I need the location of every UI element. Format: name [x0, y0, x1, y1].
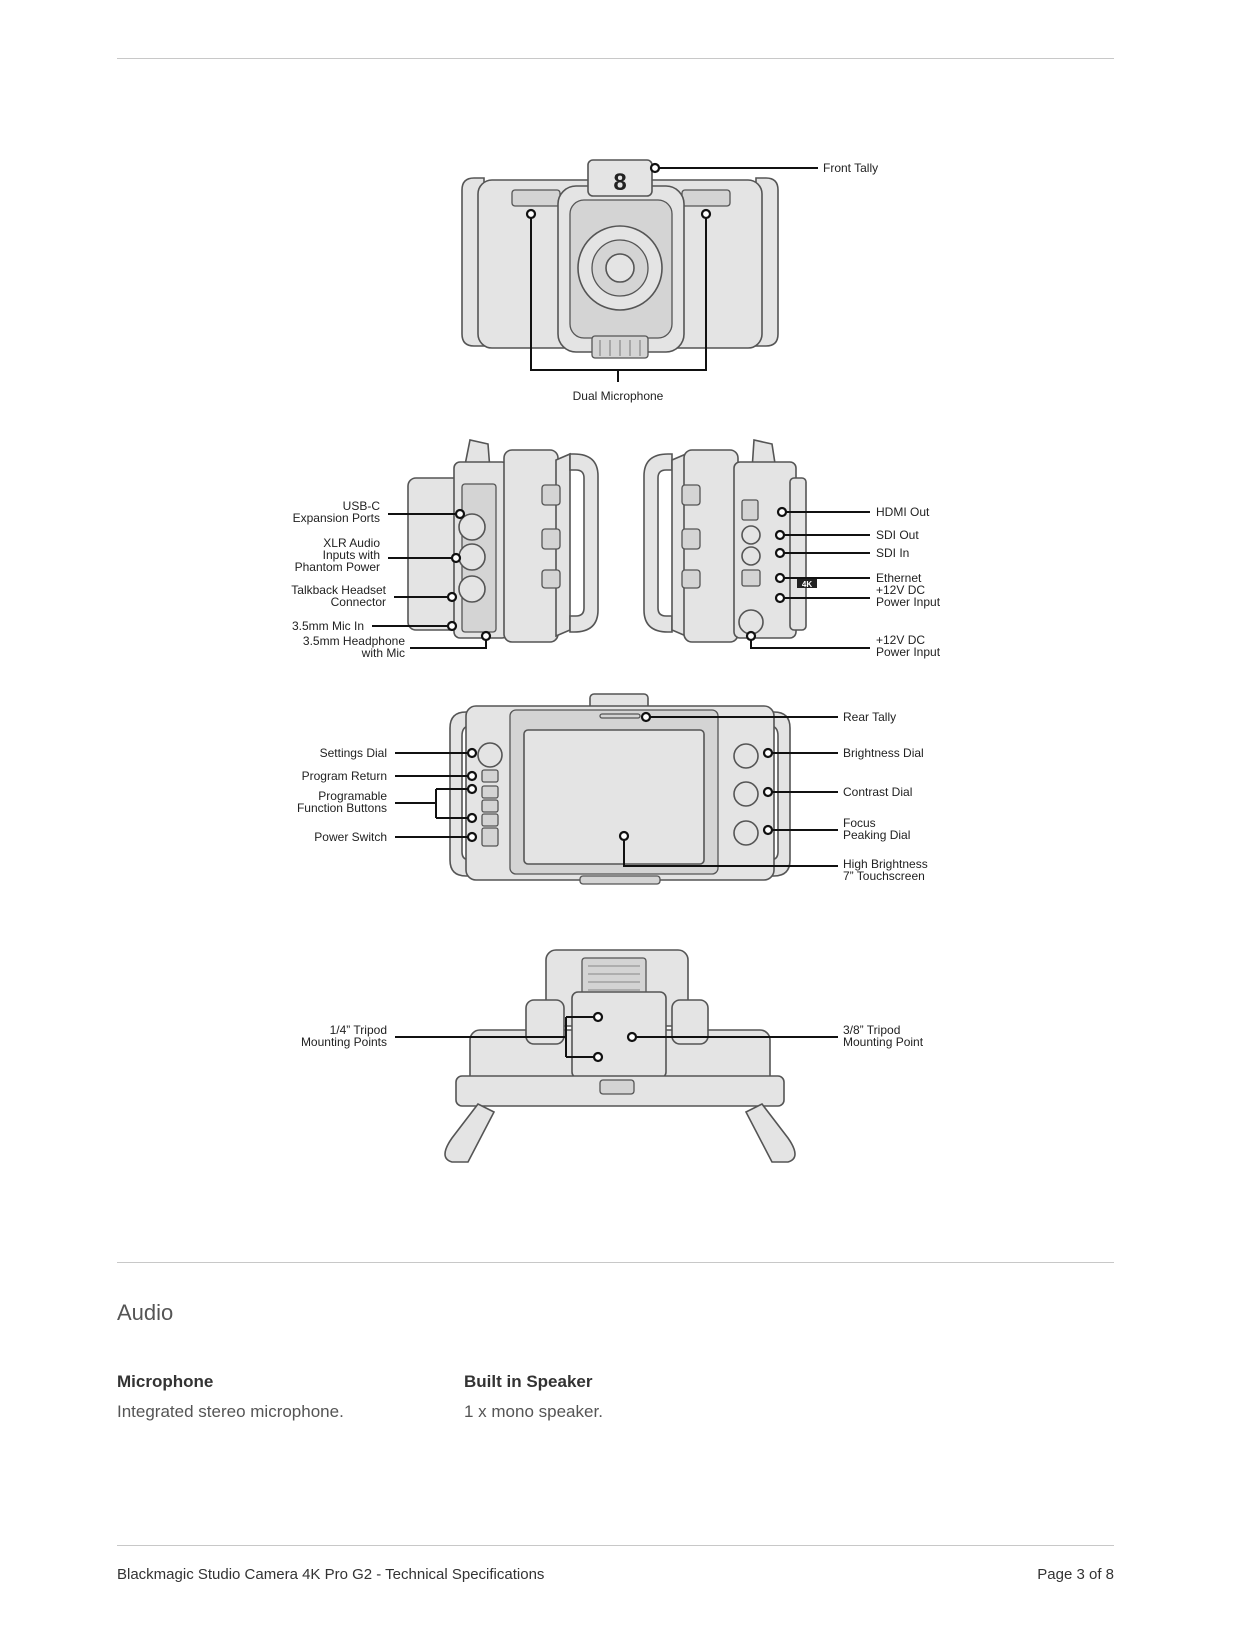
label-xlr-3: Phantom Power [295, 560, 380, 574]
label-dual-microphone: Dual Microphone [573, 389, 664, 403]
label-xlr-2: Inputs with [323, 548, 380, 562]
left-side-view [407, 439, 599, 643]
label-headphone-2: with Mic [361, 646, 405, 660]
spec-speaker: Built in Speaker 1 x mono speaker. [464, 1372, 784, 1422]
label-mic-in: 3.5mm Mic In [292, 619, 364, 633]
label-hdmi-out: HDMI Out [876, 505, 930, 519]
page-number: Page 3 of 8 [1037, 1566, 1114, 1583]
label-tripod14-1: 1/4” Tripod [330, 1023, 387, 1037]
label-brightness-dial: Brightness Dial [843, 746, 924, 760]
label-contrast-dial: Contrast Dial [843, 785, 912, 799]
label-programable-1: Programable [318, 789, 387, 803]
label-usbc-2: Expansion Ports [293, 511, 380, 525]
spec-value: Integrated stereo microphone. [117, 1402, 344, 1421]
label-headphone-1: 3.5mm Headphone [303, 634, 405, 648]
left-side-callouts: USB-C Expansion Ports XLR Audio Inputs w… [291, 499, 492, 660]
spec-microphone: Microphone Integrated stereo microphone. [117, 1372, 437, 1422]
front-tally-marker [649, 162, 661, 174]
label-tripod38-2: Mounting Point [843, 1035, 924, 1049]
rear-callouts: Rear Tally Settings Dial Program Return … [297, 710, 928, 883]
spec-heading: Built in Speaker [464, 1372, 593, 1391]
label-focus-2: Peaking Dial [843, 828, 910, 842]
label-program-return: Program Return [302, 769, 387, 783]
camera-diagram: 8 Front Tally Dual Microphone USB-C Expa… [291, 159, 941, 1163]
label-dc2-2: Power Input [876, 645, 941, 659]
label-rear-tally: Rear Tally [843, 710, 896, 724]
label-power-switch: Power Switch [314, 830, 387, 844]
label-sdi-in: SDI In [876, 546, 909, 560]
label-sdi-out: SDI Out [876, 528, 919, 542]
mic-right-marker [700, 208, 712, 220]
label-settings-dial: Settings Dial [320, 746, 387, 760]
section-title: Audio [117, 1300, 174, 1325]
bottom-view [444, 949, 796, 1163]
mic-left-marker [525, 208, 537, 220]
label-ethernet: Ethernet [876, 571, 922, 585]
section-rule [117, 1262, 1114, 1263]
label-dc2-1: +12V DC [876, 633, 925, 647]
tally-number: 8 [613, 169, 626, 196]
front-view: 8 Front Tally Dual Microphone [461, 159, 878, 403]
label-dc1-2: Power Input [876, 595, 941, 609]
label-usbc: USB-C [343, 499, 381, 513]
label-touch-1: High Brightness [843, 857, 928, 871]
right-side-callouts: HDMI Out SDI Out SDI In Ethernet +12V DC… [745, 505, 941, 659]
label-tripod14-2: Mounting Points [301, 1035, 387, 1049]
footer-rule [117, 1545, 1114, 1546]
top-rule [117, 58, 1114, 59]
label-xlr-1: XLR Audio [323, 536, 380, 550]
label-touch-2: 7” Touchscreen [843, 869, 925, 883]
label-dc1-1: +12V DC [876, 583, 925, 597]
label-focus-1: Focus [843, 816, 876, 830]
label-programable-2: Function Buttons [297, 801, 387, 815]
label-talkback-1: Talkback Headset [291, 583, 386, 597]
label-tripod38-1: 3/8” Tripod [843, 1023, 900, 1037]
footer-title: Blackmagic Studio Camera 4K Pro G2 - Tec… [117, 1566, 545, 1583]
label-talkback-2: Connector [331, 595, 386, 609]
bottom-callouts: 1/4” Tripod Mounting Points 3/8” Tripod … [301, 1011, 924, 1063]
spec-value: 1 x mono speaker. [464, 1402, 603, 1421]
rear-view [449, 693, 791, 885]
label-front-tally: Front Tally [823, 161, 878, 175]
badge-4k: 4K [802, 580, 812, 589]
spec-heading: Microphone [117, 1372, 214, 1391]
right-side-view: 4K [643, 439, 817, 643]
